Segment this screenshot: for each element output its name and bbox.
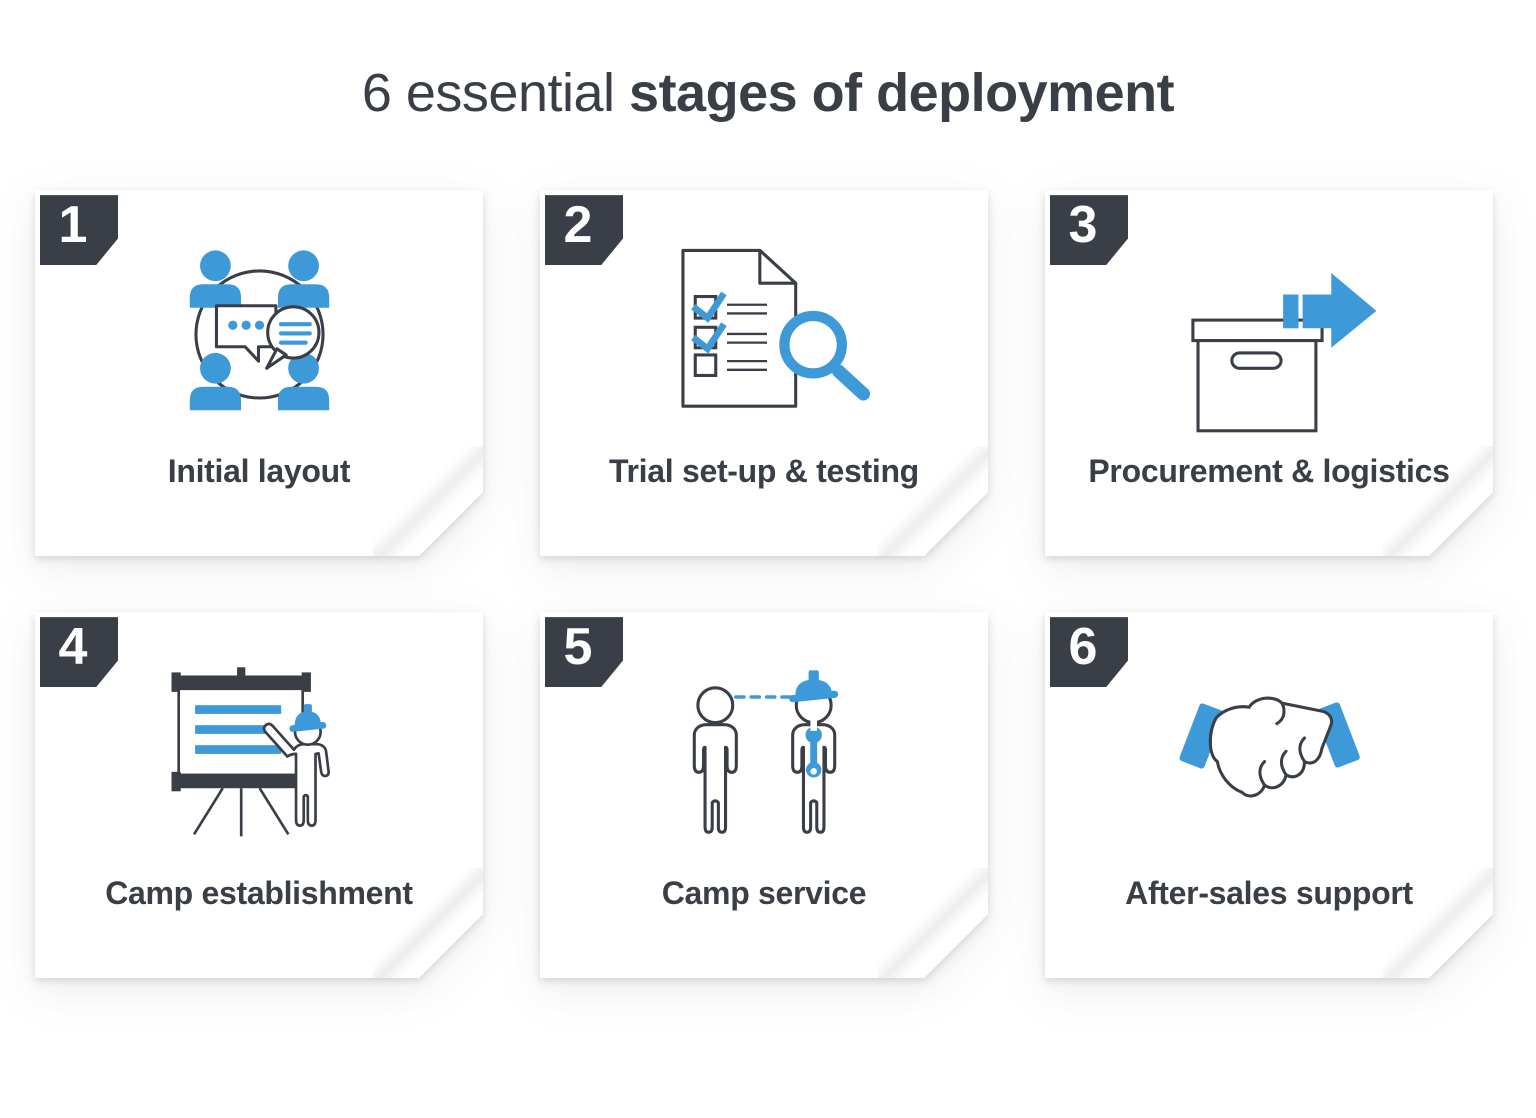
stage-label: After-sales support: [1125, 875, 1413, 912]
stage-card-surface: 6 After-sales support: [1045, 612, 1493, 978]
infographic-canvas: 6 essential stages of deployment 1: [0, 62, 1536, 978]
meeting-discussion-icon: [157, 234, 362, 439]
stage-card-surface: 3 Procurement & logistics: [1045, 190, 1493, 556]
stage-card-surface: 2 Trial set-up & testi: [540, 190, 988, 556]
stage-icon-box: [1156, 234, 1382, 439]
stage-label: Camp service: [661, 875, 867, 912]
board-text-bars: [195, 705, 281, 754]
people-glyphs: [189, 250, 328, 410]
typing-dots: [228, 321, 264, 330]
box-shipping-arrow-icon: [1156, 234, 1382, 439]
stage-label: Trial set-up & testing: [609, 453, 919, 490]
stage-card-surface: 1: [35, 190, 483, 556]
stage-icon-box: [157, 234, 362, 439]
stage-card-4: 4: [35, 612, 483, 978]
magnifier-lens: [784, 316, 841, 373]
customer-technician-icon: [662, 656, 867, 861]
cards-grid: 1: [0, 190, 1536, 978]
checklist-magnifier-icon: [644, 234, 885, 439]
stage-card-6: 6 After-sales support: [1045, 612, 1493, 978]
finger-lines: [1260, 703, 1305, 785]
technician-gear: [788, 670, 838, 777]
stage-icon-box: [1161, 656, 1376, 861]
stage-icon-box: [662, 656, 867, 861]
stage-card-surface: 5: [540, 612, 988, 978]
stage-number-badge: 6: [1050, 617, 1128, 687]
stage-card-5: 5: [540, 612, 988, 978]
page-title: 6 essential stages of deployment: [0, 62, 1536, 124]
stage-label: Initial layout: [167, 453, 351, 490]
stage-card-surface: 4: [35, 612, 483, 978]
stage-label: Camp establishment: [105, 875, 413, 912]
stage-icon-box: [151, 656, 366, 861]
stage-icon-box: [644, 234, 885, 439]
hard-hat-icon: [290, 704, 327, 732]
stage-number-badge: 5: [545, 617, 623, 687]
presentation-worker-icon: [151, 656, 366, 861]
stage-card-2: 2 Trial set-up & testi: [540, 190, 988, 556]
title-prefix: 6 essential: [361, 63, 630, 123]
shipping-arrow: [1283, 273, 1376, 348]
stage-number-badge: 2: [545, 195, 623, 265]
stage-number-badge: 1: [40, 195, 118, 265]
stage-number-badge: 3: [1050, 195, 1128, 265]
stage-card-3: 3 Procurement & logistics: [1045, 190, 1493, 556]
stage-card-1: 1: [35, 190, 483, 556]
title-emphasis: stages of deployment: [629, 63, 1175, 123]
stage-label: Procurement & logistics: [1088, 453, 1450, 490]
handshake-icon: [1161, 656, 1376, 861]
stage-number-badge: 4: [40, 617, 118, 687]
